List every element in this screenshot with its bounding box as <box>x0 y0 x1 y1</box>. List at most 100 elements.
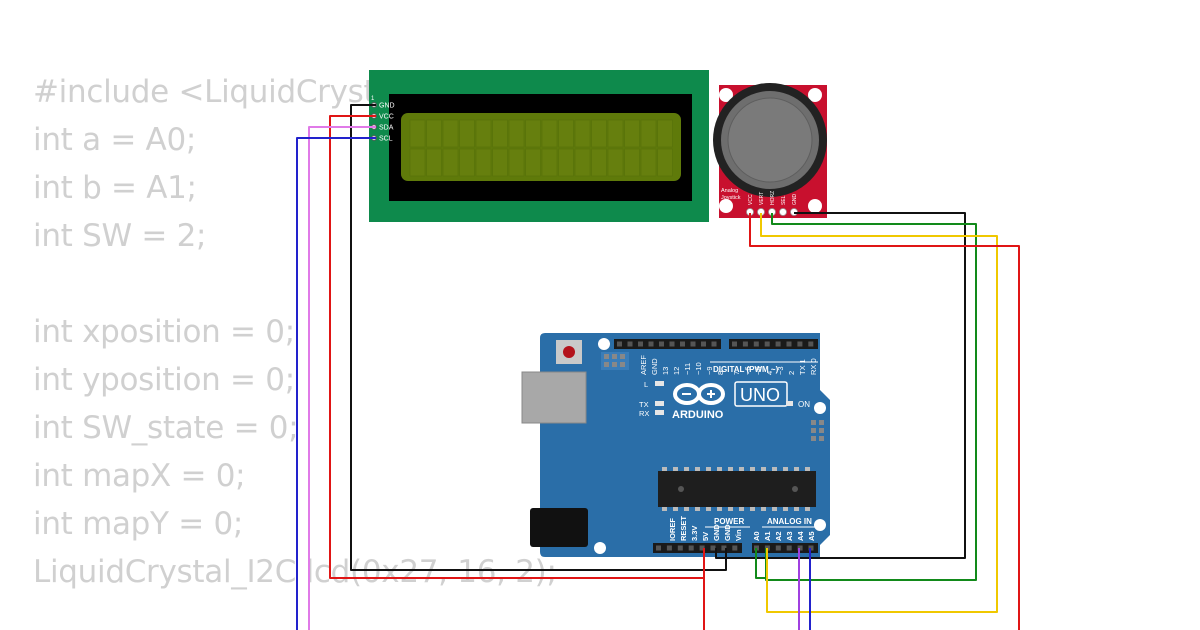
header-pin[interactable] <box>638 341 643 347</box>
header-pin[interactable] <box>699 545 705 551</box>
joystick-pin-label: HORZ <box>770 191 776 205</box>
joystick-mount-hole <box>808 199 822 213</box>
wire-joystick-vert[interactable] <box>760 213 998 613</box>
lcd-character-cell <box>492 148 508 177</box>
header-pin[interactable] <box>786 545 792 551</box>
header-pin[interactable] <box>732 545 738 551</box>
wire-lcd-sda[interactable] <box>308 126 376 630</box>
lcd-character-cell <box>426 148 442 177</box>
chip-leg <box>684 467 689 471</box>
analog-pin-label: A1 <box>763 531 772 541</box>
analog-header <box>752 543 818 553</box>
digital-pin-label: ~3 <box>776 366 785 375</box>
header-pin[interactable] <box>688 545 694 551</box>
chip-leg <box>728 507 733 511</box>
lcd-character-cell <box>409 119 426 148</box>
header-pin[interactable] <box>669 341 675 347</box>
lcd-character-cell <box>607 119 624 148</box>
header-pin[interactable] <box>701 341 706 347</box>
header-pin[interactable] <box>656 545 661 551</box>
header-pin[interactable] <box>648 341 654 347</box>
header-pin[interactable] <box>808 341 814 347</box>
l-led <box>655 381 664 386</box>
header-pin[interactable] <box>677 545 683 551</box>
joystick-mount-hole <box>808 88 822 102</box>
header-pin[interactable] <box>753 341 759 347</box>
header-pin[interactable] <box>742 341 748 347</box>
digital-pin-label: GND <box>650 358 659 375</box>
chip-leg <box>662 507 667 511</box>
lcd-character-cell <box>492 119 508 148</box>
header-pin[interactable] <box>617 341 622 347</box>
power-pin-label: GND <box>712 524 721 541</box>
wire-joystick-gnd[interactable] <box>715 212 966 559</box>
lcd-character-cell <box>475 148 492 177</box>
header-pin[interactable] <box>786 341 792 347</box>
digital-pin-label: RX 0 <box>809 358 818 375</box>
chip-notch <box>678 486 684 492</box>
header-pin[interactable] <box>690 341 696 347</box>
joystick-pin[interactable] <box>779 208 787 216</box>
analog-in-label: ANALOG IN <box>767 517 812 526</box>
lcd-character-cell <box>426 119 442 148</box>
wire-lcd-scl[interactable] <box>296 137 376 630</box>
chip-leg <box>728 467 733 471</box>
board-mount-hole <box>814 402 826 414</box>
header-pin[interactable] <box>732 341 737 347</box>
chip-leg <box>805 467 810 471</box>
icsp-pin <box>612 362 617 367</box>
wire-lcd-gnd[interactable] <box>350 104 727 571</box>
joystick-pin-label: VERT <box>759 192 765 205</box>
code-line: int xposition = 0; <box>33 314 295 350</box>
header-pin[interactable] <box>710 545 716 551</box>
joystick-pin-label: GND <box>792 194 798 206</box>
wire-lcd-vcc[interactable] <box>329 115 705 579</box>
wire-joystick-vcc[interactable] <box>749 213 1020 630</box>
power-header <box>653 543 742 553</box>
wire-a0-stub[interactable] <box>755 548 766 579</box>
board-mount-hole <box>814 519 826 531</box>
header-pin[interactable] <box>659 341 664 347</box>
tx-led <box>655 401 664 406</box>
board-mount-hole <box>594 542 606 554</box>
lcd-character-cell <box>574 119 591 148</box>
header-pin[interactable] <box>627 341 633 347</box>
icsp-pin <box>612 354 617 359</box>
digital-pin-label: TX 1 <box>798 359 807 375</box>
reset-button[interactable] <box>563 346 575 358</box>
lcd-character-cell <box>442 148 459 177</box>
lcd-character-cell <box>558 148 574 177</box>
chip-leg <box>717 467 722 471</box>
header-pin[interactable] <box>797 545 803 551</box>
header-pin[interactable] <box>711 341 717 347</box>
digital-pin-label: ~6 <box>743 366 752 375</box>
header-pin[interactable] <box>797 341 803 347</box>
icsp-pin <box>811 420 816 425</box>
chip-leg <box>794 467 799 471</box>
on-label: ON <box>798 400 810 409</box>
header-pin[interactable] <box>666 545 672 551</box>
digital-pin-label: ~10 <box>694 362 703 375</box>
lcd-pin-number: 1 <box>371 96 375 102</box>
icsp-pins-right <box>811 420 824 441</box>
code-line: int a = A0; <box>33 122 197 158</box>
analog-pin-label: A0 <box>752 531 761 541</box>
digital-pwm-label: DIGITAL (PWM ~) <box>713 365 779 374</box>
icsp-pin <box>811 428 816 433</box>
icsp-pin <box>604 354 609 359</box>
lcd-character-cell <box>607 148 624 177</box>
header-pin[interactable] <box>764 341 770 347</box>
chip-leg <box>783 507 788 511</box>
lcd-character-cell <box>640 148 657 177</box>
header-pin[interactable] <box>680 341 685 347</box>
lcd-character-grid <box>409 119 673 177</box>
lcd-character-cell <box>624 148 640 177</box>
header-pin[interactable] <box>721 545 727 551</box>
header-pin[interactable] <box>775 341 781 347</box>
header-pin[interactable] <box>775 545 781 551</box>
